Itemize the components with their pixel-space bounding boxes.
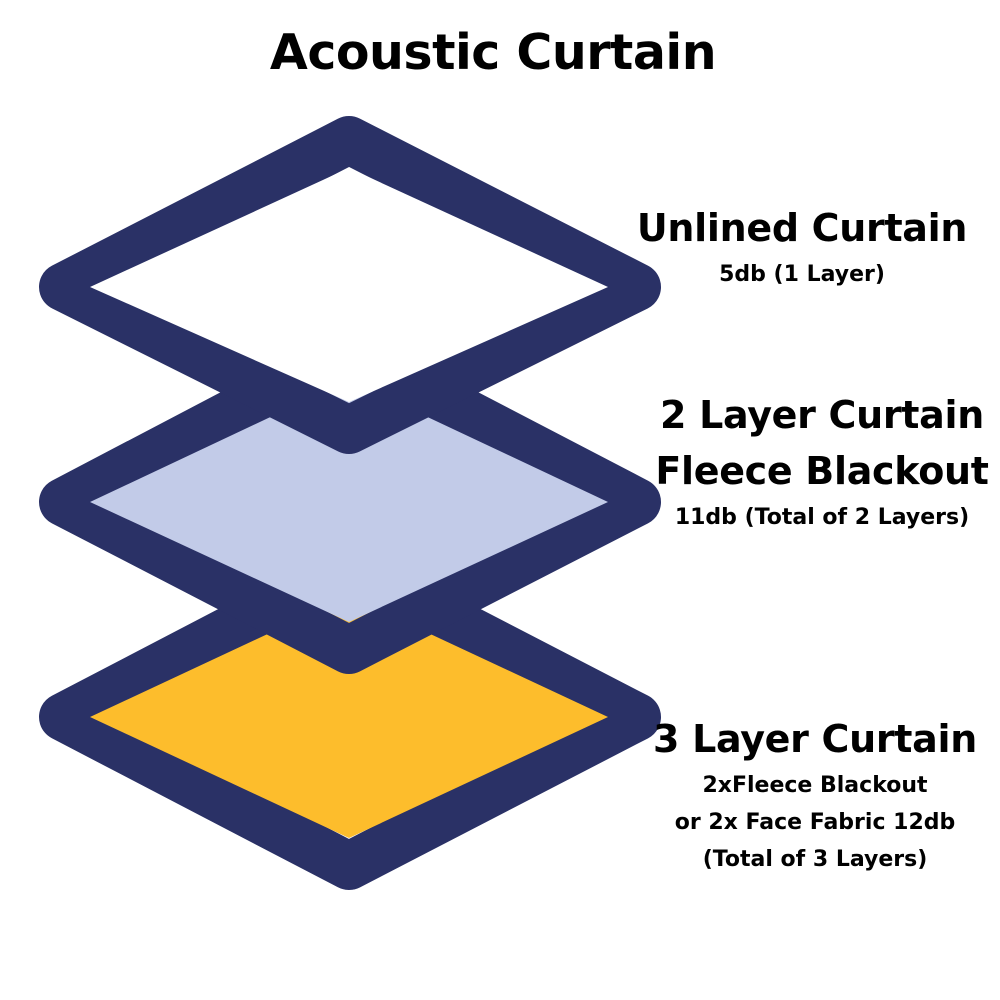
label-detail: (Total of 3 Layers) [702, 847, 928, 872]
label-heading: 3 Layer Curtain [653, 717, 977, 761]
middle-layer-fill [90, 380, 608, 622]
three-layer-curtain-label: 3 Layer Curtain 2xFleece Blackout or 2x … [645, 711, 985, 878]
diagram-title: Acoustic Curtain [269, 24, 717, 81]
label-heading: 2 Layer Curtain [660, 393, 984, 437]
middle-layer-outline [39, 328, 661, 674]
label-detail: 2xFleece Blackout [702, 773, 928, 798]
label-detail: 11db (Total of 2 Layers) [674, 505, 970, 530]
two-layer-curtain-label: 2 Layer Curtain Fleece Blackout 11db (To… [652, 387, 992, 536]
top-layer-outline [39, 116, 661, 454]
bottom-layer-fill [90, 596, 608, 838]
top-layer-fill [90, 168, 608, 402]
label-detail: 5db (1 Layer) [719, 262, 885, 287]
unlined-curtain-label: Unlined Curtain 5db (1 Layer) [632, 200, 972, 293]
label-heading: Unlined Curtain [636, 206, 968, 250]
label-detail: or 2x Face Fabric 12db [674, 810, 956, 835]
bottom-layer-outline [39, 544, 661, 890]
label-heading: Fleece Blackout [655, 449, 989, 493]
